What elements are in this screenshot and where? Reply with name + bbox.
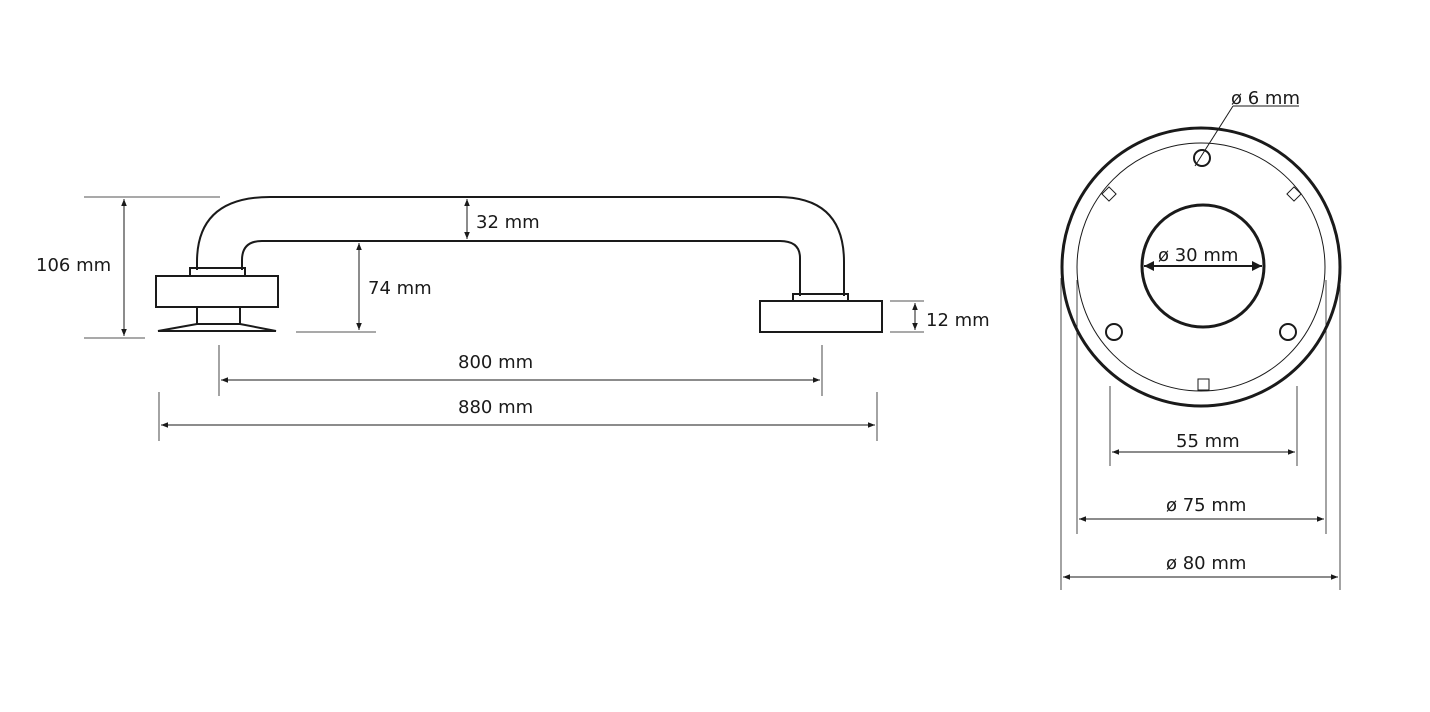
dim-75-label: ø 75 mm — [1166, 495, 1246, 516]
dim-6-label: ø 6 mm — [1231, 88, 1300, 109]
flange-outer-circle — [1060, 126, 1342, 408]
dim-80-label: ø 80 mm — [1166, 553, 1246, 574]
screw-hole-right — [1279, 323, 1297, 341]
marker-square-top-right — [1286, 186, 1302, 202]
dim-880-label: 880 mm — [458, 397, 533, 418]
flange-inner-circle — [1076, 142, 1326, 392]
dim-12: 12 mm — [890, 300, 990, 333]
right-flange — [759, 293, 883, 333]
grab-bar-tube — [196, 196, 845, 296]
dim-30-label: ø 30 mm — [1158, 245, 1238, 266]
dim-106: 106 mm — [36, 196, 220, 339]
dim-800-label: 800 mm — [458, 352, 533, 373]
dim-74-label: 74 mm — [368, 278, 432, 299]
left-flange — [155, 267, 279, 332]
dim-6: ø 6 mm — [1194, 88, 1300, 167]
dim-800: 800 mm — [218, 345, 823, 396]
dim-12-label: 12 mm — [926, 310, 990, 331]
dim-32-label: 32 mm — [476, 212, 540, 233]
front-view: ø 6 mm ø 30 mm 55 mm ø 75 mm ø 80 mm — [1060, 88, 1342, 590]
screw-hole-top — [1193, 149, 1211, 167]
screw-hole-left — [1105, 323, 1123, 341]
dim-75: ø 75 mm — [1076, 280, 1327, 534]
dim-55: 55 mm — [1109, 386, 1298, 466]
dim-80: ø 80 mm — [1060, 278, 1341, 590]
dim-30: ø 30 mm — [1144, 245, 1262, 271]
dim-880: 880 mm — [158, 392, 878, 441]
dim-55-label: 55 mm — [1176, 431, 1240, 452]
marker-square-bottom — [1197, 378, 1210, 391]
side-view: 106 mm 32 mm 74 mm 12 mm 800 mm — [36, 196, 990, 441]
tube-circle — [1140, 203, 1266, 329]
marker-square-top-left — [1101, 186, 1117, 202]
dim-74: 74 mm — [296, 243, 432, 333]
dim-106-label: 106 mm — [36, 255, 111, 276]
dim-32: 32 mm — [464, 199, 540, 239]
